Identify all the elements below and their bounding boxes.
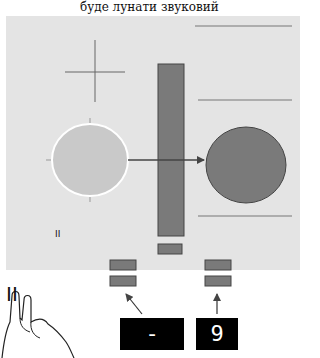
cross-mark (65, 40, 125, 102)
bridge-zone (158, 64, 184, 236)
display-digit: 9 (210, 323, 223, 345)
key-symbol: II (55, 229, 60, 239)
finger-detail (20, 318, 40, 338)
cooking-zone-dark (206, 127, 286, 203)
transfer-arrow (128, 159, 204, 161)
top-note: буде лунати звуковий (80, 0, 219, 14)
key-symbol-large: II (6, 282, 18, 306)
display-box: - (120, 318, 184, 350)
leader-arrow (126, 294, 142, 314)
display-box: 9 (196, 318, 238, 350)
control-keys (110, 244, 231, 286)
cooking-zone-light (52, 124, 128, 196)
display-digit: - (145, 323, 158, 345)
leader-arrow (216, 294, 217, 314)
zone-lines (195, 26, 292, 216)
hob-panel (6, 16, 300, 270)
zone-ticks (46, 118, 90, 202)
